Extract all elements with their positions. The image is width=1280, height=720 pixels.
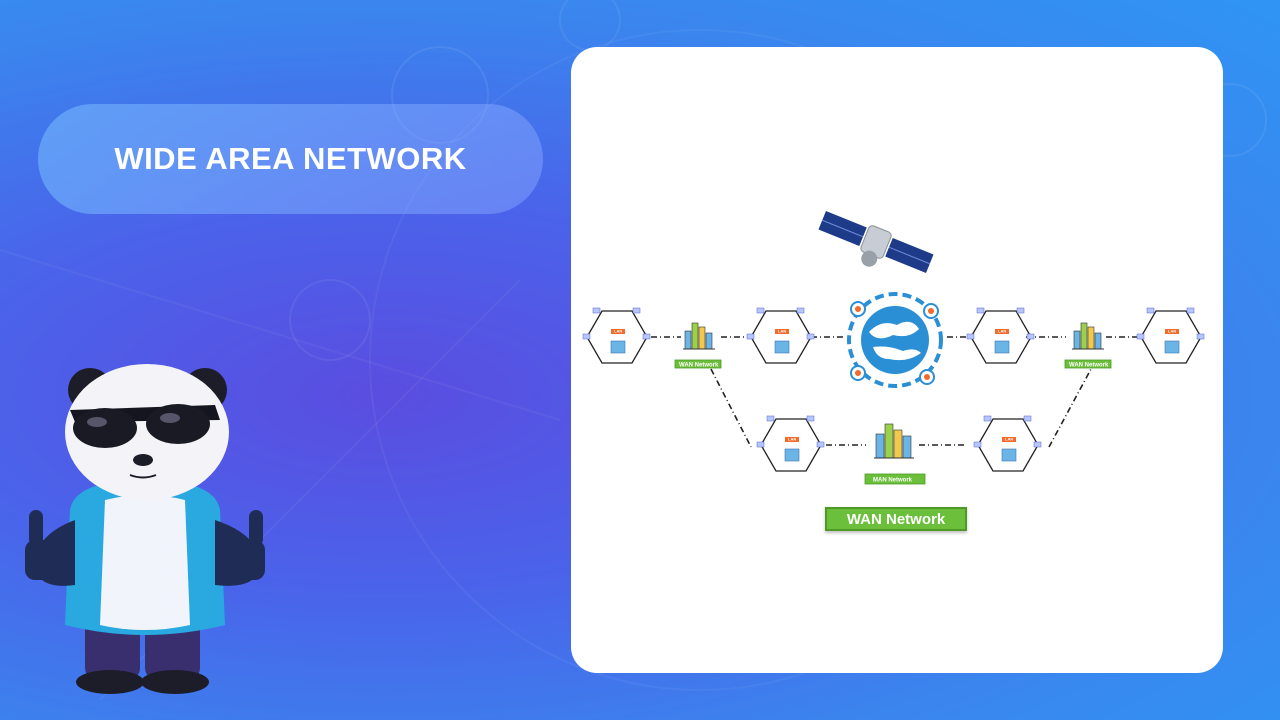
diagram-card: LAN LAN LAN — [571, 47, 1223, 673]
wan-diagram: LAN LAN LAN — [582, 211, 1205, 485]
title-pill: WIDE AREA NETWORK — [38, 104, 543, 214]
slide-title: WIDE AREA NETWORK — [114, 141, 467, 176]
wan-network-label: WAN Network — [825, 507, 967, 531]
man-label: MAN Network — [873, 478, 913, 484]
globe-icon — [847, 292, 943, 388]
city-buildings-icon — [874, 423, 914, 459]
lan-label: LAN — [788, 437, 796, 442]
wan-label-right: WAN Network — [1069, 363, 1109, 369]
wan-label-left: WAN Network — [679, 363, 719, 369]
lan-label: LAN — [1005, 437, 1013, 442]
lan-node-4: LAN — [1136, 307, 1205, 364]
lan-node-6: LAN — [973, 415, 1042, 472]
lan-node-1: LAN — [582, 307, 651, 364]
city-buildings-icon — [1072, 322, 1104, 350]
lan-label: LAN — [778, 329, 786, 334]
lan-node-5: LAN — [756, 415, 825, 472]
lan-label: LAN — [1168, 329, 1176, 334]
lan-label: LAN — [614, 329, 622, 334]
city-buildings-icon — [683, 322, 715, 350]
lan-node-3: LAN — [966, 307, 1035, 364]
lan-node-2: LAN — [746, 307, 815, 364]
panda-mascot — [25, 364, 265, 694]
satellite-icon — [818, 211, 934, 273]
lan-label: LAN — [998, 329, 1006, 334]
